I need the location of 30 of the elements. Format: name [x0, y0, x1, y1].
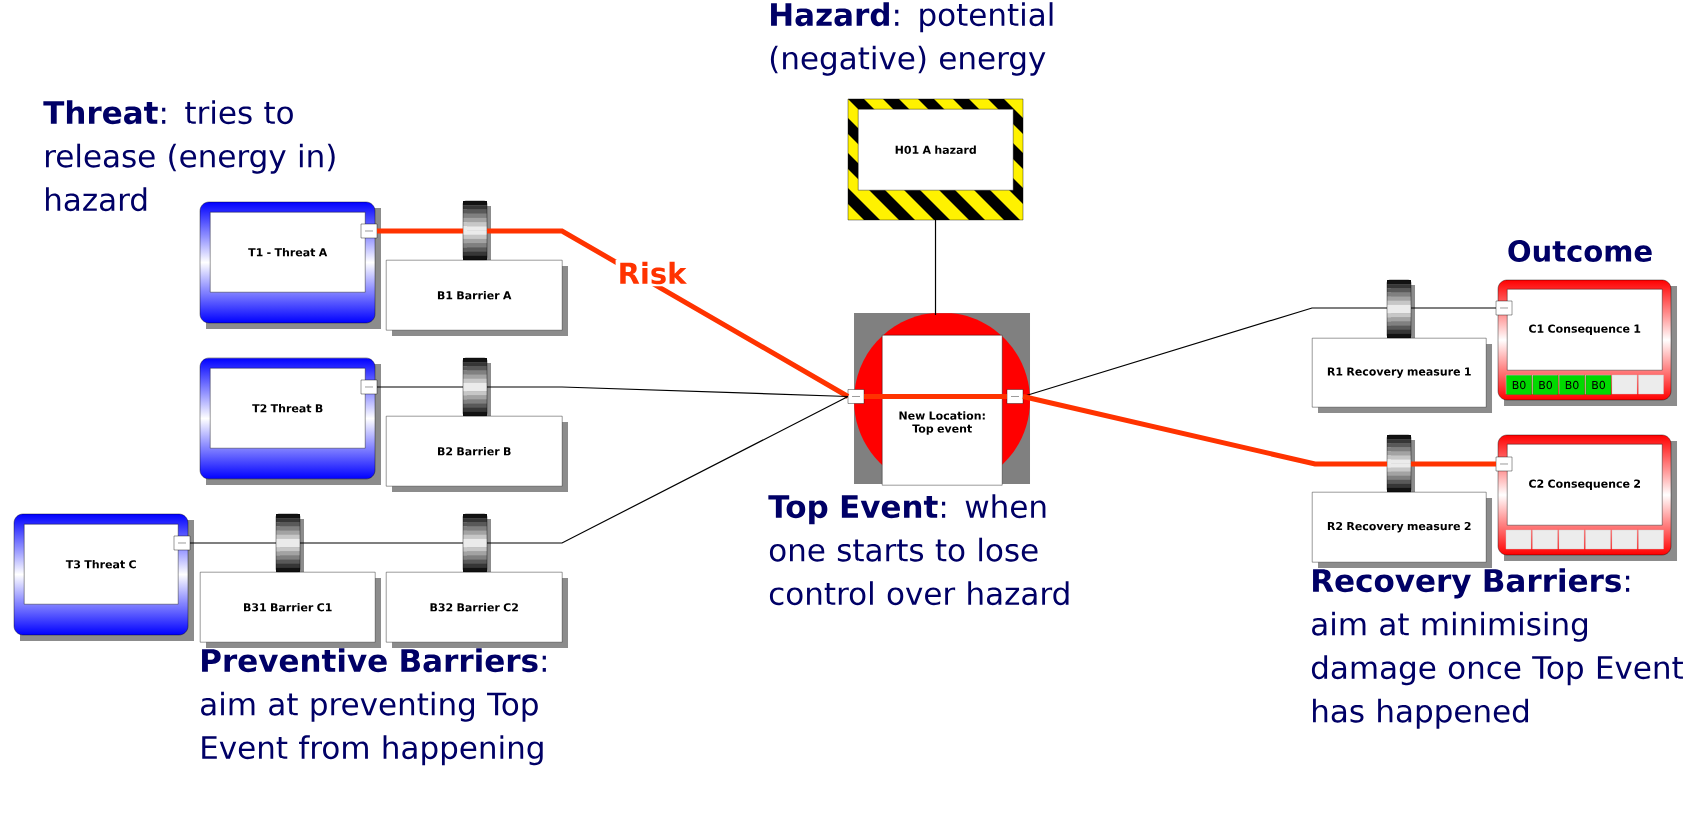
- connector-line: [189, 542, 277, 544]
- status-cell: B0: [1585, 375, 1612, 395]
- annotation-text: Preventive Barriers: aim at preventing Top Event from happening: [201, 648, 546, 766]
- threat-box: T2 Threat B: [199, 357, 381, 485]
- connector-line: [376, 386, 464, 388]
- connector-line: [1410, 307, 1497, 309]
- barrier-box: B1 Barrier A: [386, 200, 568, 336]
- connector-line: [934, 219, 937, 316]
- barrier-box: B32 Barrier C2: [386, 513, 568, 648]
- connector-line: [486, 386, 849, 398]
- hazard-box: H01 A hazard: [847, 98, 1024, 221]
- connector-line: [487, 228, 850, 399]
- barrier-box: B31 Barrier C1: [200, 513, 381, 648]
- consequence-box: C2 Consequence 2: [1495, 434, 1677, 561]
- connector-line: [1411, 461, 1496, 467]
- recovery-box: R2 Recovery measure 2: [1312, 434, 1492, 568]
- status-cell: B0: [1532, 375, 1559, 395]
- edge-label: Risk: [615, 259, 689, 287]
- threat-box: T1 - Threat A: [199, 201, 381, 329]
- annotation-text: Recovery Barriers: aim at minimising damage once Top Event has happened: [1311, 568, 1683, 729]
- connector-line: [486, 395, 849, 544]
- connector-line: [1022, 394, 1387, 467]
- heading-text: Outcome: [1508, 240, 1652, 262]
- recovery-box: R1 Recovery measure 1: [1312, 279, 1492, 413]
- connector-line: [377, 228, 463, 234]
- connector-line: [299, 542, 464, 544]
- status-cell: B0: [1559, 375, 1585, 395]
- barrier-box: B2 Barrier B: [386, 357, 568, 492]
- threat-box: T3 Threat C: [13, 513, 194, 641]
- status-cell: B0: [1506, 375, 1532, 395]
